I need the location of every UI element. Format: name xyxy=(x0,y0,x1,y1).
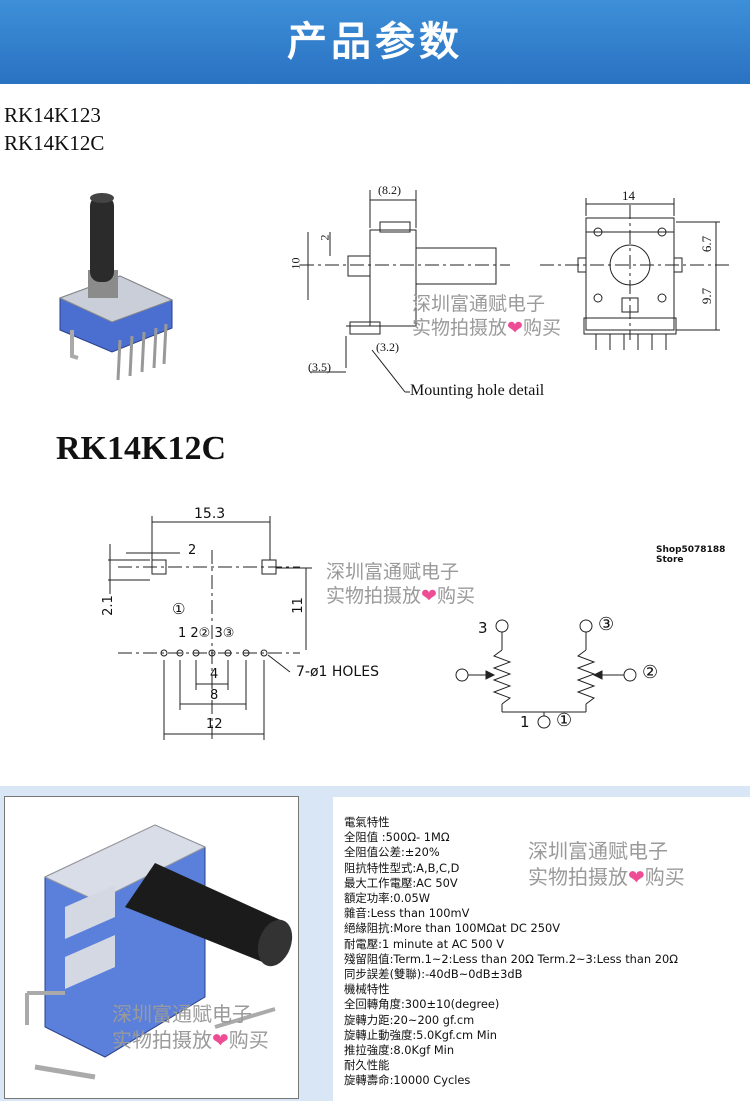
watermark-line-2: 实物拍摄放❤购买 xyxy=(112,1028,269,1052)
header-banner xyxy=(0,0,750,84)
spec-line: 耐久性能 xyxy=(344,1058,390,1073)
mounting-hole-label: Mounting hole detail xyxy=(410,382,545,399)
watermark-line-1: 深圳富通赋电子 xyxy=(326,561,460,583)
spec-panel xyxy=(333,797,750,1101)
model-name-1: RK14K123 xyxy=(4,103,101,127)
dim-11: 11 xyxy=(290,597,306,614)
watermark-line-2: 实物拍摄放❤购买 xyxy=(528,865,685,889)
watermark-1: 深圳富通赋电子 实物拍摄放❤购买 xyxy=(412,292,561,340)
spec-line: 耐電壓:1 minute at AC 500 V xyxy=(344,936,505,951)
page-title: 产品参数 xyxy=(287,19,463,65)
spec-line: 旋轉力距:20~200 gf.cm xyxy=(344,1012,475,1027)
spec-line: 額定功率:0.05W xyxy=(344,891,431,905)
spec-line: 最大工作電壓:AC 50V xyxy=(344,875,458,890)
dim-12: 12 xyxy=(206,717,223,732)
schematic-circled-1: ① xyxy=(556,710,573,731)
dim-front-14: 14 xyxy=(622,188,635,203)
watermark-3: 深圳富通赋电子 实物拍摄放❤购买 xyxy=(112,1001,269,1053)
schematic-drawing xyxy=(455,619,637,729)
spec-line: 同步誤差(雙聯):-40dB~0dB±3dB xyxy=(344,967,523,981)
spec-line: 全回轉角度:300±10(degree) xyxy=(344,997,500,1012)
dim-side-8-2: (8.2) xyxy=(378,183,401,197)
front-view-drawing xyxy=(540,198,730,350)
store-label: Shop5078188 Store xyxy=(656,545,726,565)
spec-line: 雜音:Less than 100mV xyxy=(344,906,470,921)
holes-label: 7-ø1 HOLES xyxy=(296,664,379,680)
potentiometer-photo-small xyxy=(58,193,174,381)
watermark-line-1: 深圳富通赋电子 xyxy=(412,293,546,315)
side-view-drawing xyxy=(300,190,510,393)
dim-2-1: 2.1 xyxy=(100,595,116,616)
dim-side-10: 10 xyxy=(288,257,303,270)
top-drawings xyxy=(58,190,730,740)
dim-side-3-5: (3.5) xyxy=(308,360,331,374)
spec-line: 殘留阻值:Term.1~2:Less than 20Ω Term.2~3:Les… xyxy=(344,951,678,966)
dim-15-3: 15.3 xyxy=(194,506,226,522)
dim-8: 8 xyxy=(210,688,219,703)
dim-side-2: 2 xyxy=(317,234,332,241)
spec-line: 旋轉止動強度:5.0Kgf.cm Min xyxy=(344,1027,497,1042)
dim-front-6-7: 6.7 xyxy=(699,235,715,253)
potentiometer-photo-large xyxy=(25,824,293,1080)
footprint-drawing xyxy=(108,516,312,740)
watermark-4: 深圳富通赋电子 实物拍摄放❤购买 xyxy=(528,838,685,890)
model-name-2: RK14K12C xyxy=(4,131,105,155)
product-photo-frame xyxy=(4,796,299,1099)
dim-side-3-2: (3.2) xyxy=(376,340,399,354)
pin-labels: 1 2② 3③ xyxy=(178,626,235,641)
circled-1-label: ① xyxy=(172,600,186,618)
schematic-circled-2: ② xyxy=(642,662,659,683)
spec-line: 機械特性 xyxy=(344,982,390,997)
schematic-terminal-1: 1 xyxy=(520,713,530,731)
spec-line: 推拉強度:8.0Kgf Min xyxy=(344,1043,455,1057)
watermark-line-2: 实物拍摄放❤购买 xyxy=(326,585,475,607)
watermark-2: 深圳富通赋电子 实物拍摄放❤购买 xyxy=(326,560,475,608)
spec-line: 旋轉壽命:10000 Cycles xyxy=(344,1073,471,1088)
spec-line: 絕緣阻抗:More than 100MΩat DC 250V xyxy=(344,921,560,936)
dim-2: 2 xyxy=(188,543,197,558)
dim-4: 4 xyxy=(210,667,219,682)
spec-line: 電氣特性 xyxy=(344,815,390,829)
schematic-circled-3: ③ xyxy=(598,614,615,635)
watermark-line-1: 深圳富通赋电子 xyxy=(528,839,668,863)
section-title: RK14K12C xyxy=(56,430,226,467)
spec-line: 全阻值 :500Ω- 1MΩ xyxy=(344,830,450,845)
dim-front-9-7: 9.7 xyxy=(699,287,715,305)
schematic-terminal-3: 3 xyxy=(478,619,488,637)
watermark-line-1: 深圳富通赋电子 xyxy=(112,1002,252,1026)
spec-line: 全阻值公差:±20% xyxy=(344,845,440,860)
spec-line: 阻抗特性型式:A,B,C,D xyxy=(344,860,460,875)
watermark-line-2: 实物拍摄放❤购买 xyxy=(412,317,561,339)
